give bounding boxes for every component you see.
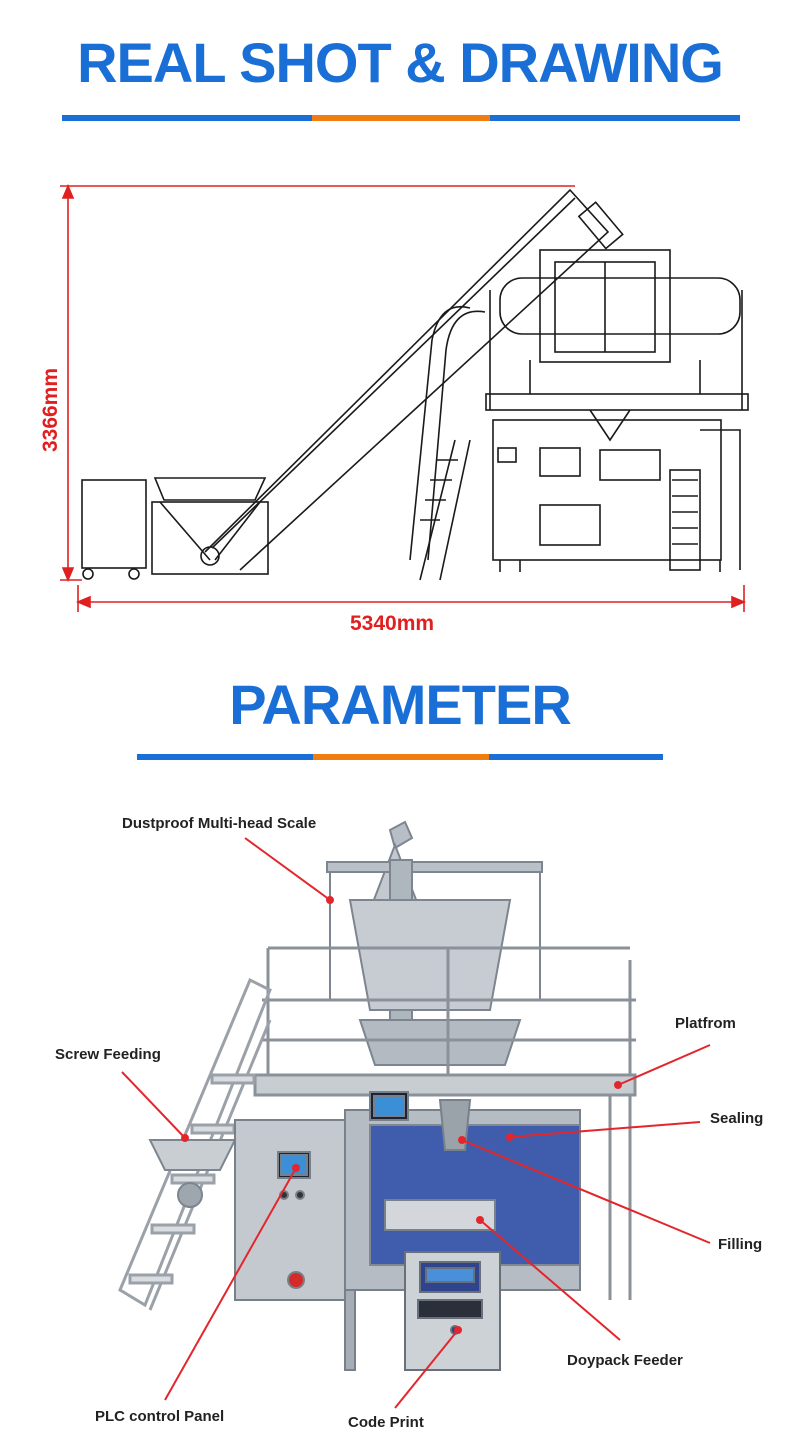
callout-plc-panel: PLC control Panel <box>95 1408 225 1425</box>
callout-screw-feeding: Screw Feeding <box>55 1046 161 1063</box>
callout-doypack-feeder: Doypack Feeder <box>567 1352 683 1369</box>
section-title-parameter: PARAMETER <box>229 673 572 736</box>
width-dimension-label: 5340mm <box>350 612 435 635</box>
machine-illustration <box>118 820 711 1409</box>
callout-multihead-scale: Dustproof Multi-head Scale <box>122 815 317 832</box>
callout-filling: Filling <box>718 1236 763 1253</box>
title-underline <box>137 754 663 760</box>
section-title-drawing: REAL SHOT & DRAWING <box>77 31 724 94</box>
title-underline <box>62 115 740 121</box>
callout-code-print: Code Print <box>348 1414 424 1431</box>
callout-platform: Platfrom <box>675 1015 736 1032</box>
height-dimension-label: 3366mm <box>39 367 62 453</box>
callout-sealing: Sealing <box>710 1110 764 1127</box>
technical-drawing <box>60 183 749 612</box>
